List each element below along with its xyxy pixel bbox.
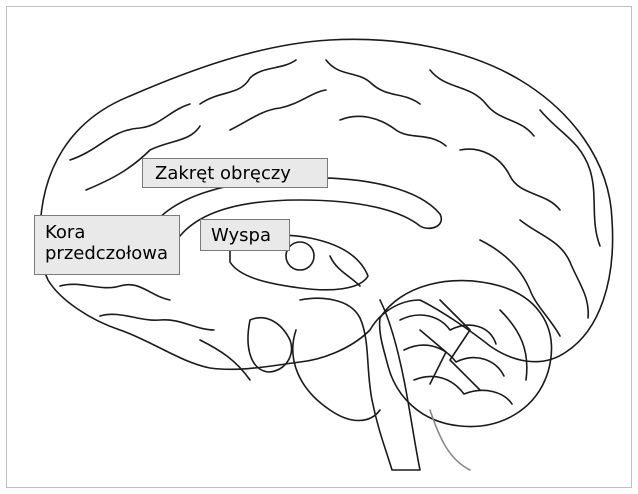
label-insula-text: Wyspa <box>211 225 271 246</box>
brainstem <box>300 298 420 470</box>
label-prefrontal-line2: przedczołowa <box>45 243 179 264</box>
label-cingulate-gyrus: Zakręt obręczy <box>142 158 328 188</box>
label-insula: Wyspa <box>200 219 290 251</box>
label-prefrontal-line1: Kora <box>45 222 179 243</box>
label-cingulate-text: Zakręt obręczy <box>155 163 291 184</box>
label-prefrontal-cortex: Kora przedczołowa <box>34 215 180 275</box>
cortex-outline <box>40 39 613 369</box>
